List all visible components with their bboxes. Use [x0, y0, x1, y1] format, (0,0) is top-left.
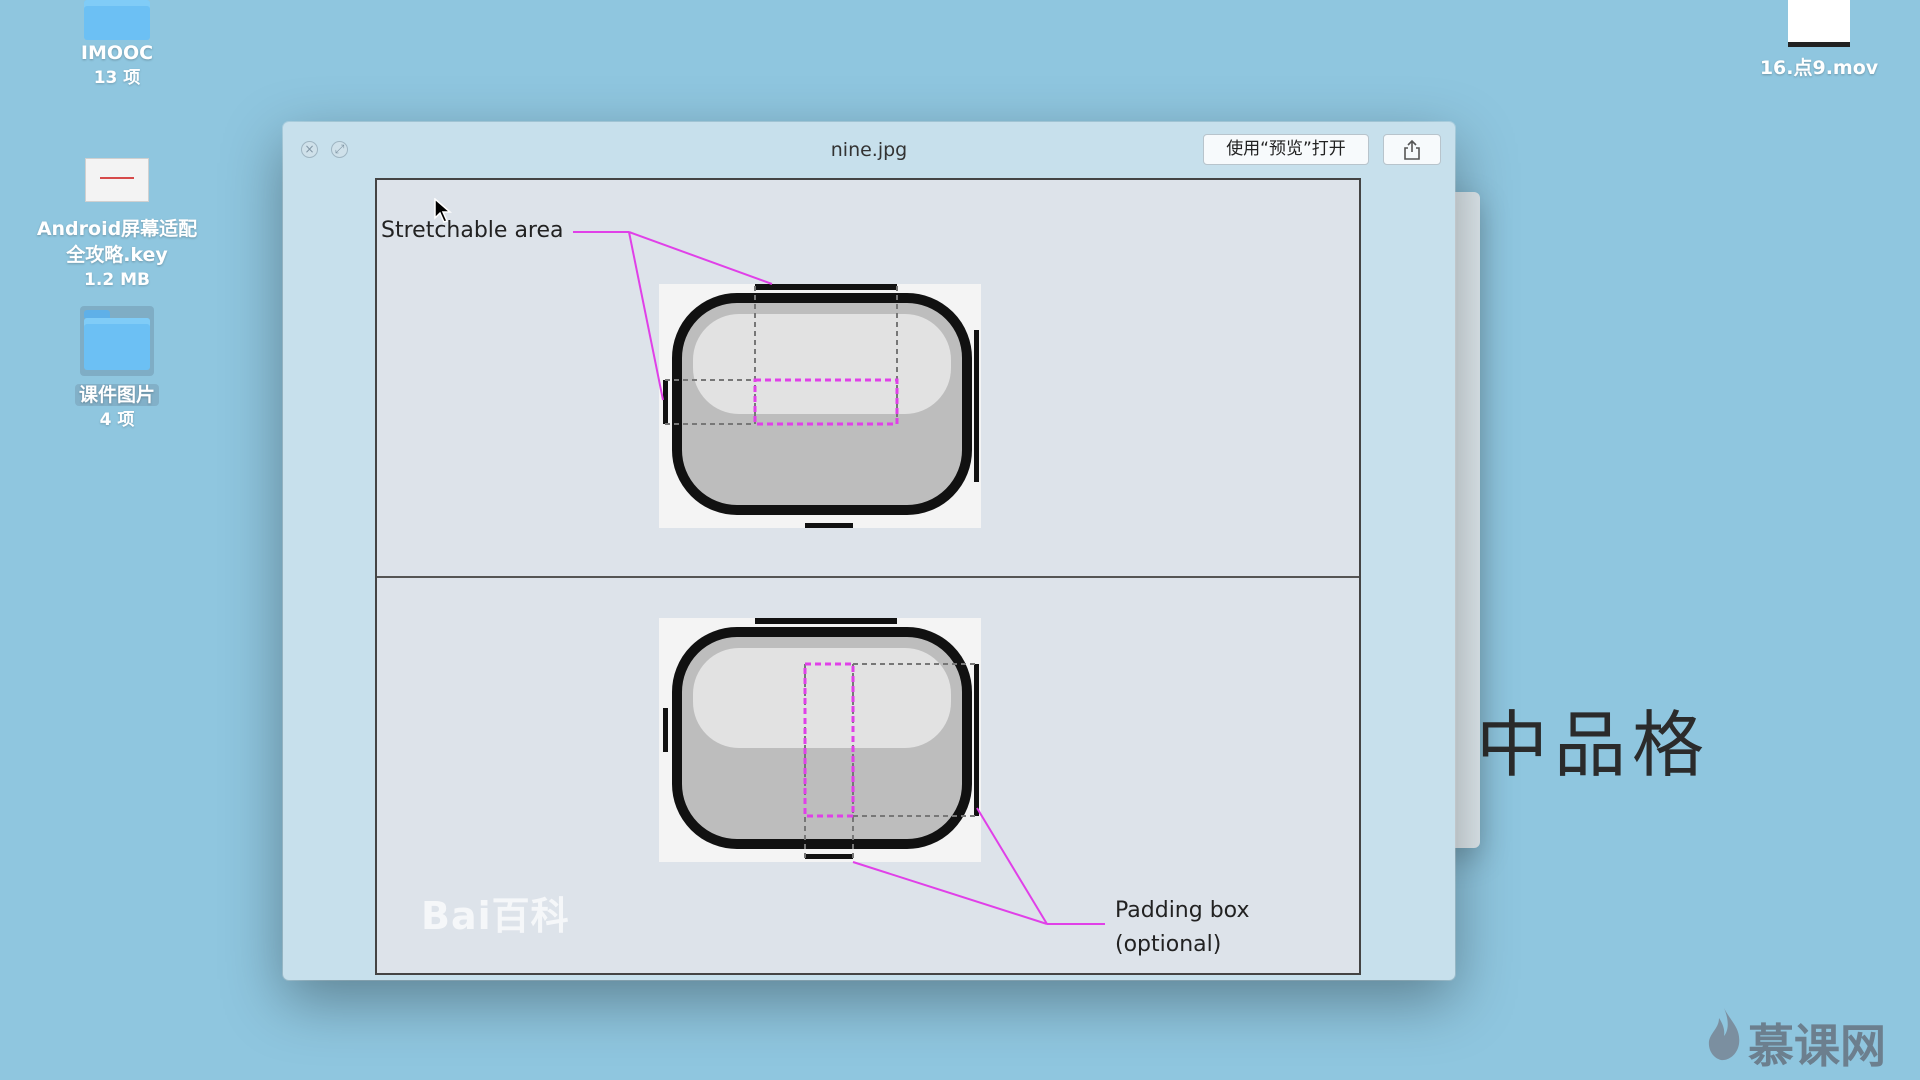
folder-icon: [80, 306, 154, 376]
close-icon[interactable]: ×: [301, 141, 318, 158]
image-preview: Stretchable area Padding box (optional) …: [375, 178, 1361, 975]
flame-logo-icon: [1708, 1008, 1740, 1061]
stretchable-area-label: Stretchable area: [381, 218, 564, 243]
movie-file-icon: [1788, 0, 1850, 47]
quicklook-window: × ⤢ nine.jpg 使用“预览”打开: [283, 122, 1455, 980]
desktop-item-meta: 13 项: [93, 68, 141, 88]
brand-watermark: 慕课网: [1748, 1019, 1886, 1073]
nine-patch-diagram-bottom: [659, 618, 1105, 925]
window-titlebar[interactable]: × ⤢ nine.jpg 使用“预览”打开: [283, 122, 1455, 178]
padding-box-optional-label: (optional): [1115, 932, 1222, 957]
desktop-item-imooc[interactable]: IMOOC 13 项: [22, 0, 212, 90]
desktop-item-label: Android屏幕适配 全攻略.key: [36, 218, 198, 266]
desktop-item-keynote[interactable]: Android屏幕适配 全攻略.key 1.2 MB: [22, 158, 212, 292]
desktop-item-courseware-images[interactable]: 课件图片 4 项: [22, 306, 212, 432]
desktop-item-label: 课件图片: [74, 384, 159, 406]
baidu-watermark: Bai百科: [421, 894, 570, 938]
mouse-cursor-icon: [434, 198, 452, 223]
folder-icon: [84, 0, 150, 40]
share-icon: [1404, 139, 1420, 160]
open-with-preview-button[interactable]: 使用“预览”打开: [1203, 134, 1369, 165]
keynote-file-icon: [85, 158, 149, 202]
desktop-item-label: IMOOC: [80, 42, 154, 64]
desktop-item-mov[interactable]: 16.点9.mov: [1724, 0, 1914, 81]
share-button[interactable]: [1383, 134, 1441, 165]
desktop-item-meta: 1.2 MB: [84, 270, 150, 290]
background-slide-text: 中品格: [1476, 703, 1711, 787]
fullscreen-icon[interactable]: ⤢: [331, 141, 348, 158]
figure-divider: [377, 576, 1359, 578]
desktop-item-label: 16.点9.mov: [1759, 57, 1879, 79]
desktop-item-meta: 4 项: [99, 410, 135, 430]
padding-box-label: Padding box: [1115, 898, 1250, 923]
nine-patch-diagram-top: [573, 231, 981, 528]
window-title: nine.jpg: [830, 139, 908, 161]
